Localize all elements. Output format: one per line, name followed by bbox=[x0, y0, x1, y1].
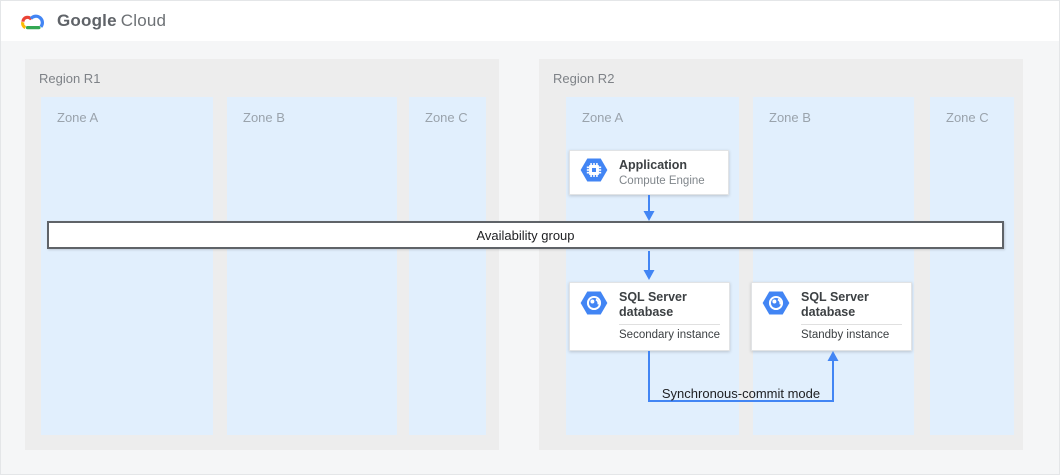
brand-cloud: Cloud bbox=[120, 11, 167, 30]
region-r1-zone-b: Zone B bbox=[227, 97, 397, 435]
zone-label: Zone C bbox=[946, 110, 989, 125]
region-r2: Region R2 Zone A Zone B Zone C bbox=[539, 59, 1023, 450]
sql-secondary-title: SQL Server database bbox=[619, 290, 687, 319]
region-r1-label: Region R1 bbox=[39, 71, 101, 86]
region-r2-label: Region R2 bbox=[553, 71, 615, 86]
sql-secondary-instance-label: Secondary instance bbox=[619, 329, 721, 341]
zone-label: Zone A bbox=[582, 110, 624, 125]
card-divider bbox=[619, 324, 720, 325]
region-r2-zone-b: Zone B bbox=[753, 97, 914, 435]
zone-label: Zone A bbox=[57, 110, 99, 125]
application-card: Application Compute Engine bbox=[569, 150, 729, 195]
brand-google: Google bbox=[57, 11, 117, 30]
region-r1-zone-a: Zone A bbox=[41, 97, 213, 435]
zone-label: Zone B bbox=[769, 110, 811, 125]
sync-commit-mode-label: Synchronous-commit mode bbox=[661, 386, 821, 401]
region-r1: Region R1 Zone A Zone B Zone C bbox=[25, 59, 499, 450]
sql-server-icon bbox=[579, 290, 609, 321]
sql-standby-title: SQL Server database bbox=[801, 290, 869, 319]
zone-label: Zone C bbox=[425, 110, 468, 125]
sql-server-icon bbox=[761, 290, 791, 321]
google-cloud-logo-icon bbox=[21, 14, 44, 30]
region-r2-zone-c: Zone C bbox=[930, 97, 1014, 435]
availability-group-band: Availability group bbox=[47, 221, 1004, 249]
availability-group-label: Availability group bbox=[476, 227, 575, 243]
sql-server-standby-card: SQL Server database Standby instance bbox=[751, 282, 912, 351]
application-card-title: Application bbox=[619, 157, 688, 172]
sql-standby-instance-label: Standby instance bbox=[801, 329, 890, 341]
zone-label: Zone B bbox=[243, 110, 285, 125]
compute-engine-icon bbox=[579, 157, 609, 188]
region-r2-zone-a: Zone A bbox=[566, 97, 739, 435]
region-r1-zone-c: Zone C bbox=[409, 97, 486, 435]
application-card-subtitle: Compute Engine bbox=[619, 174, 705, 187]
card-divider bbox=[801, 324, 902, 325]
sql-server-secondary-card: SQL Server database Secondary instance bbox=[569, 282, 730, 351]
